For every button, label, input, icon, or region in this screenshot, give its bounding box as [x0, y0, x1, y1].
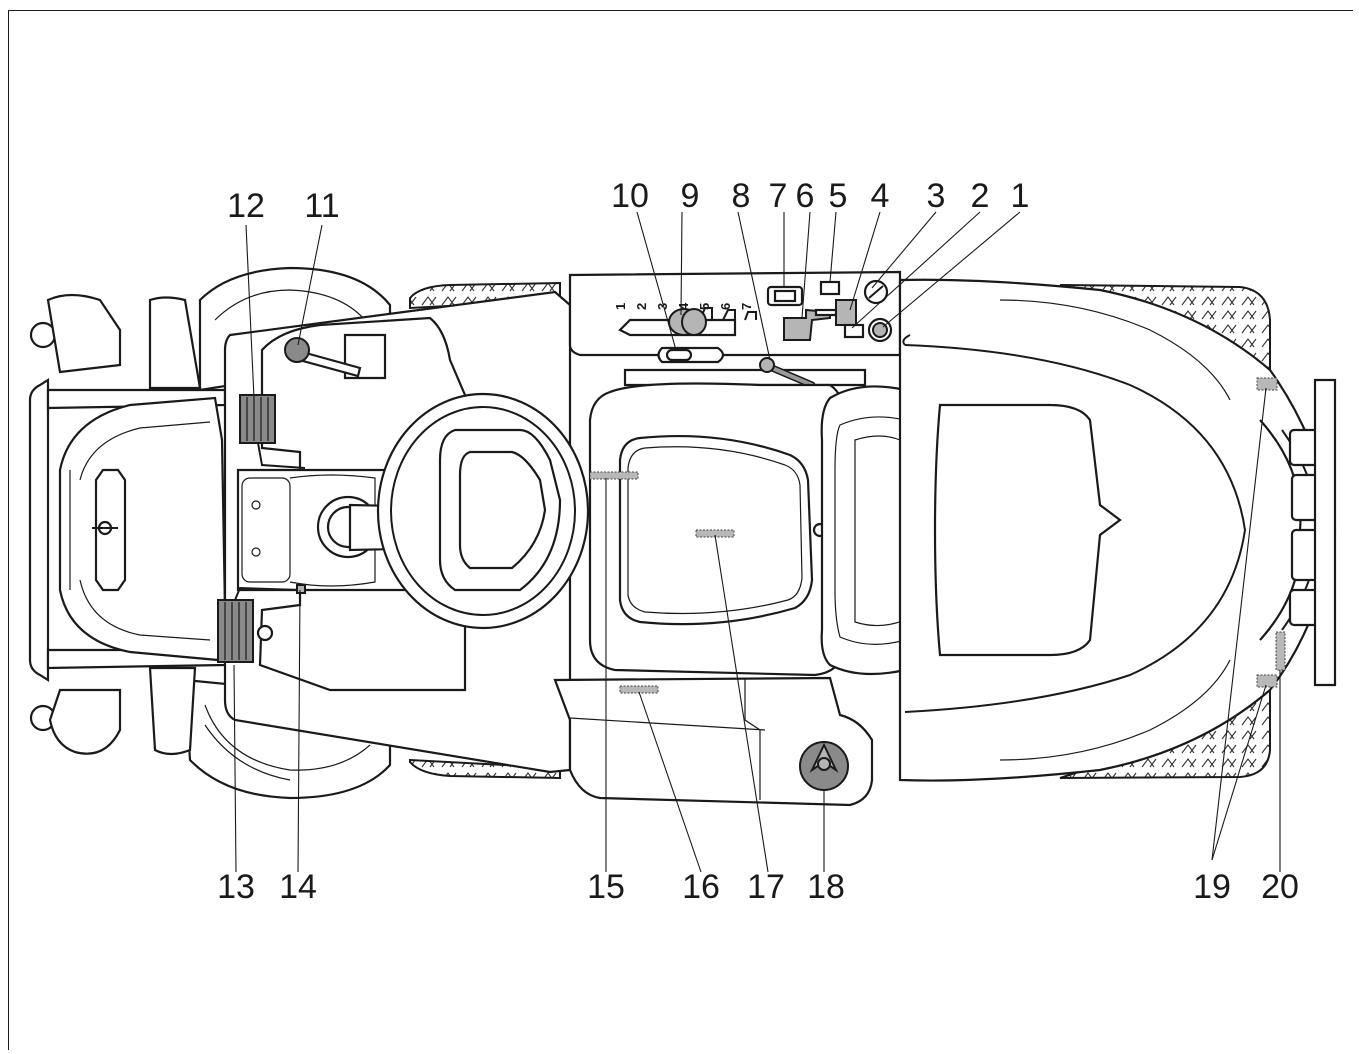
- brake-pedal: [239, 394, 306, 469]
- gear-scale-label: 7: [739, 303, 754, 310]
- callout-3: 3: [927, 177, 946, 215]
- throttle-lever: [284, 337, 362, 378]
- parking-brake-knob: [296, 584, 306, 594]
- callout-19: 19: [1193, 868, 1231, 906]
- callout-7: 7: [769, 177, 788, 215]
- gear-scale-label: 1: [613, 303, 628, 310]
- gear-scale-label: 6: [718, 303, 733, 310]
- leader-lines: [233, 211, 1281, 873]
- callout-8: 8: [732, 177, 751, 215]
- callout-10: 10: [611, 177, 649, 215]
- drive-pedal: [217, 586, 301, 663]
- decal-16: [619, 685, 659, 694]
- decal-19-bottom: [1256, 674, 1278, 688]
- grass-catcher: [898, 278, 1337, 782]
- callout-18: 18: [807, 868, 845, 906]
- fuel-cap: [799, 741, 849, 791]
- callout-6: 6: [796, 177, 815, 215]
- gear-scale-label: 5: [697, 303, 712, 310]
- steering-wheel: [348, 392, 590, 630]
- callout-16: 16: [682, 868, 720, 906]
- gear-scale: 1 2 3 4 5 6 7: [613, 302, 754, 310]
- callout-20: 20: [1261, 868, 1299, 906]
- callout-numbers: 10 9 8 7 6 5 4 3 2 1 12 11 13 14 15 16 1…: [217, 177, 1299, 906]
- diagram-frame: [8, 10, 1353, 1050]
- callout-9: 9: [681, 177, 700, 215]
- front-bumper: [28, 293, 227, 756]
- callout-2: 2: [971, 177, 990, 215]
- left-platform: [553, 676, 874, 807]
- hood: [58, 396, 227, 662]
- callout-17: 17: [747, 868, 785, 906]
- decal-20: [1275, 631, 1286, 671]
- decal-19-top: [1256, 377, 1278, 391]
- callout-14: 14: [279, 868, 317, 906]
- callout-1: 1: [1011, 177, 1030, 215]
- control-panel: 1 2 3 4 5 6 7: [568, 270, 902, 389]
- callout-12: 12: [227, 187, 265, 225]
- seat: [588, 382, 937, 677]
- callout-13: 13: [217, 868, 255, 906]
- callout-11: 11: [304, 187, 339, 225]
- gear-scale-label: 2: [634, 303, 649, 310]
- callout-5: 5: [829, 177, 848, 215]
- decal-15: [589, 471, 639, 480]
- gear-scale-label: 3: [655, 303, 670, 310]
- gear-scale-label: 4: [676, 302, 691, 310]
- callout-4: 4: [871, 177, 890, 215]
- callout-15: 15: [587, 868, 625, 906]
